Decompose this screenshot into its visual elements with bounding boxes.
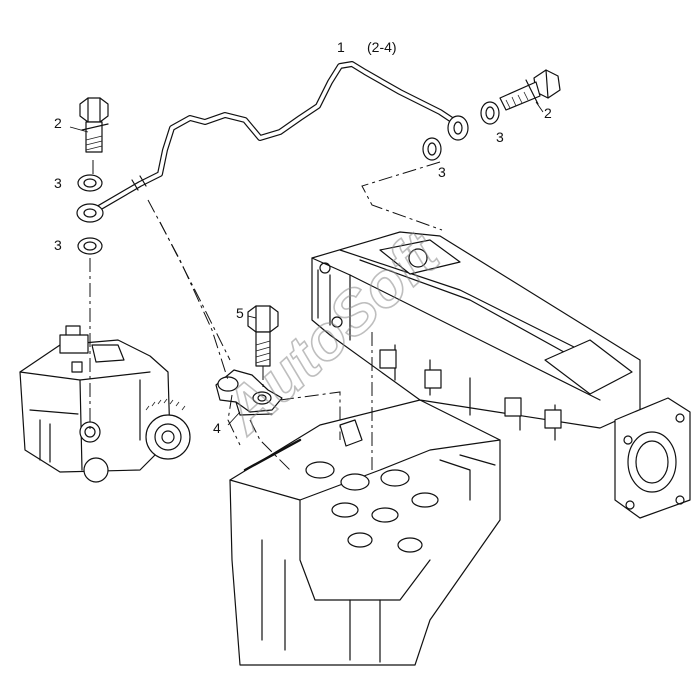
banjo-bolt-left xyxy=(79,97,109,153)
callout-1-range: (2-4) xyxy=(367,39,397,55)
bracket-bolt xyxy=(247,305,279,367)
intake-manifold xyxy=(311,231,691,519)
banjo-bolt-right xyxy=(499,69,561,111)
cylinder-head xyxy=(229,399,501,666)
callout-1: 1 xyxy=(337,39,345,55)
pipe-clamp-bracket xyxy=(215,369,283,416)
callout-3-upper-left: 3 xyxy=(54,175,62,191)
callout-2-left: 2 xyxy=(54,115,62,131)
assembly-centerlines xyxy=(89,160,443,471)
callout-4: 4 xyxy=(213,420,221,436)
callout-3-right-lower: 3 xyxy=(438,164,446,180)
injection-pump xyxy=(19,325,191,483)
fuel-pipe xyxy=(76,61,469,223)
callout-2-right: 2 xyxy=(544,105,552,121)
callout-5: 5 xyxy=(236,305,244,321)
sealing-washers xyxy=(77,101,500,255)
callout-3-lower-left: 3 xyxy=(54,237,62,253)
callout-3-right-upper: 3 xyxy=(496,129,504,145)
leader-lines xyxy=(69,101,544,426)
